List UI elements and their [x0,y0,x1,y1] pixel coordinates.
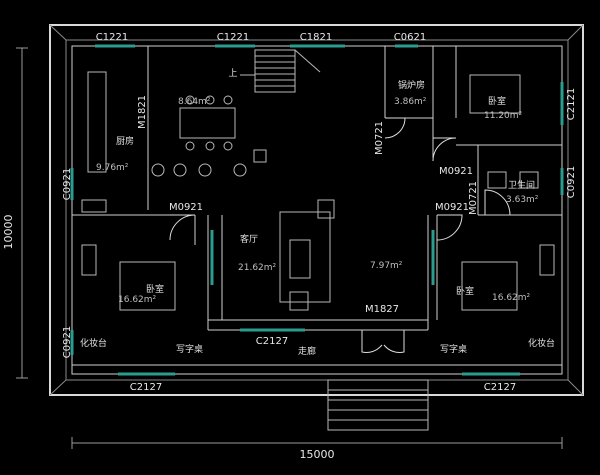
door-label-boiler: M0721 [374,121,385,155]
boiler-room-area: 3.86m² [394,97,427,107]
window-label-top-4: C0621 [394,32,426,43]
living-room-area: 21.62m² [238,263,277,273]
dimension-lines [16,47,563,449]
boiler-room-name: 锅炉房 [398,79,425,91]
overall-width-dimension: 15000 [300,448,335,461]
door-swings [169,117,511,353]
window-label-bottom-3: C2127 [484,382,516,393]
living-room-name: 客厅 [240,233,258,245]
bedroom-e-area: 16.62m² [492,293,531,303]
window-label-bottom-1: C2127 [130,382,162,393]
staircase [240,49,321,93]
kitchen-name: 厨房 [116,135,134,147]
overall-height-dimension: 10000 [2,215,15,250]
interior-walls [72,46,562,366]
corridor-name: 走廊 [298,345,316,357]
window-label-left-2: C0921 [62,326,73,358]
bathroom-name: 卫生间 [508,179,535,191]
vanity-w-label: 化妆台 [80,337,107,349]
door-label-m1821: M1821 [137,95,148,129]
bedroom-ne-name: 卧室 [488,95,506,107]
desk-e-label: 写字桌 [440,343,467,355]
entry-steps [327,379,429,431]
window-label-top-2: C1221 [217,32,249,43]
bedroom-w-area: 16.62m² [118,295,157,305]
exterior-walls [49,24,584,396]
window-label-top-3: C1821 [300,32,332,43]
bedroom-e-name: 卧室 [456,285,474,297]
door-label-bath: M0721 [468,181,479,215]
bedroom-w-name: 卧室 [146,283,164,295]
window-label-top-1: C1221 [96,32,128,43]
window-label-right-1: C2121 [566,88,577,120]
door-label-bedroom-w: M0921 [169,202,203,213]
stair-up-label: 上 [228,68,237,79]
door-label-bath-hall: M0921 [439,166,473,177]
hall-area: 7.97m² [370,261,403,271]
window-label-bottom-2: C2127 [256,336,288,347]
desk-w-label: 写字桌 [176,343,203,355]
furniture [81,71,555,311]
dining-area: 8.64m² [178,97,211,107]
bedroom-ne-area: 11.20m² [484,111,523,121]
window-openings [70,44,564,376]
door-label-entry: M1827 [365,304,399,315]
door-label-bedroom-e: M0921 [435,202,469,213]
window-label-left-1: C0921 [62,168,73,200]
vanity-e-label: 化妆台 [528,337,555,349]
kitchen-area: 9.76m² [96,163,129,173]
window-label-right-2: C0921 [566,166,577,198]
bathroom-area: 3.63m² [506,195,539,205]
